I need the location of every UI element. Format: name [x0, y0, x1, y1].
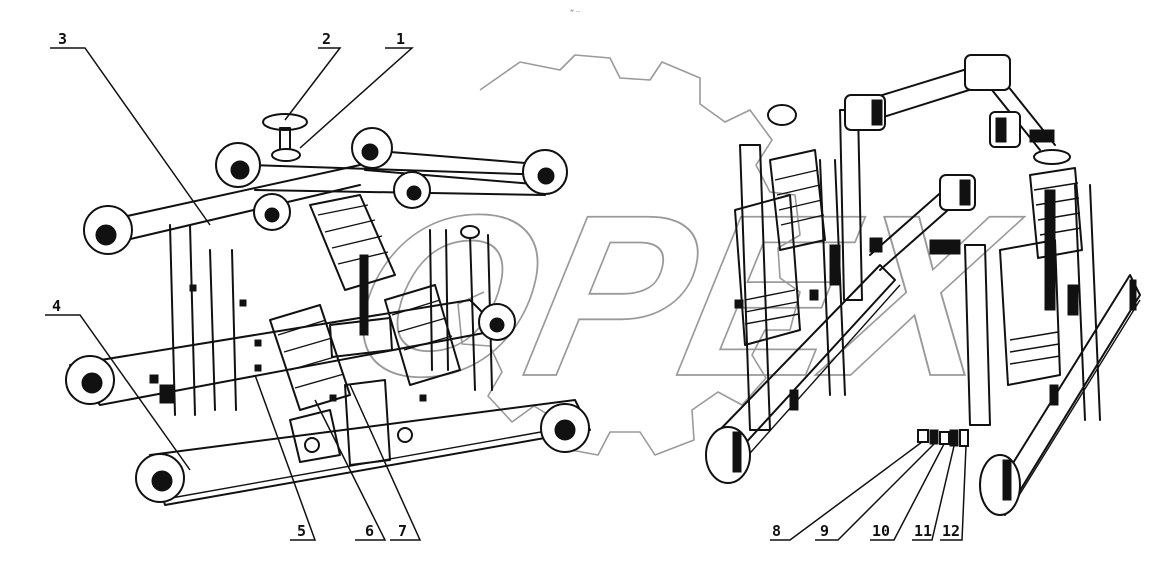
- callout-leaders: [45, 47, 967, 541]
- callout-12: 12: [942, 522, 960, 540]
- right-assembly: [705, 54, 1141, 516]
- callout-10: 10: [872, 522, 890, 540]
- watermark-logo: OPEX: [329, 54, 1036, 456]
- left-assembly: [65, 113, 591, 506]
- callout-1: 1: [396, 30, 405, 48]
- callout-6: 6: [365, 522, 374, 540]
- callout-labels: 1 2 3 4 5 6 7 8 9 10 11 12: [52, 30, 960, 540]
- callout-9: 9: [820, 522, 829, 540]
- callout-3: 3: [58, 30, 67, 48]
- callout-5: 5: [297, 522, 306, 540]
- top-mark: ≈ ...: [570, 8, 581, 14]
- callout-8: 8: [772, 522, 781, 540]
- callout-4: 4: [52, 297, 61, 315]
- callout-2: 2: [322, 30, 331, 48]
- callout-11: 11: [914, 522, 932, 540]
- watermark-text: OPEX: [330, 167, 1036, 424]
- callout-7: 7: [398, 522, 407, 540]
